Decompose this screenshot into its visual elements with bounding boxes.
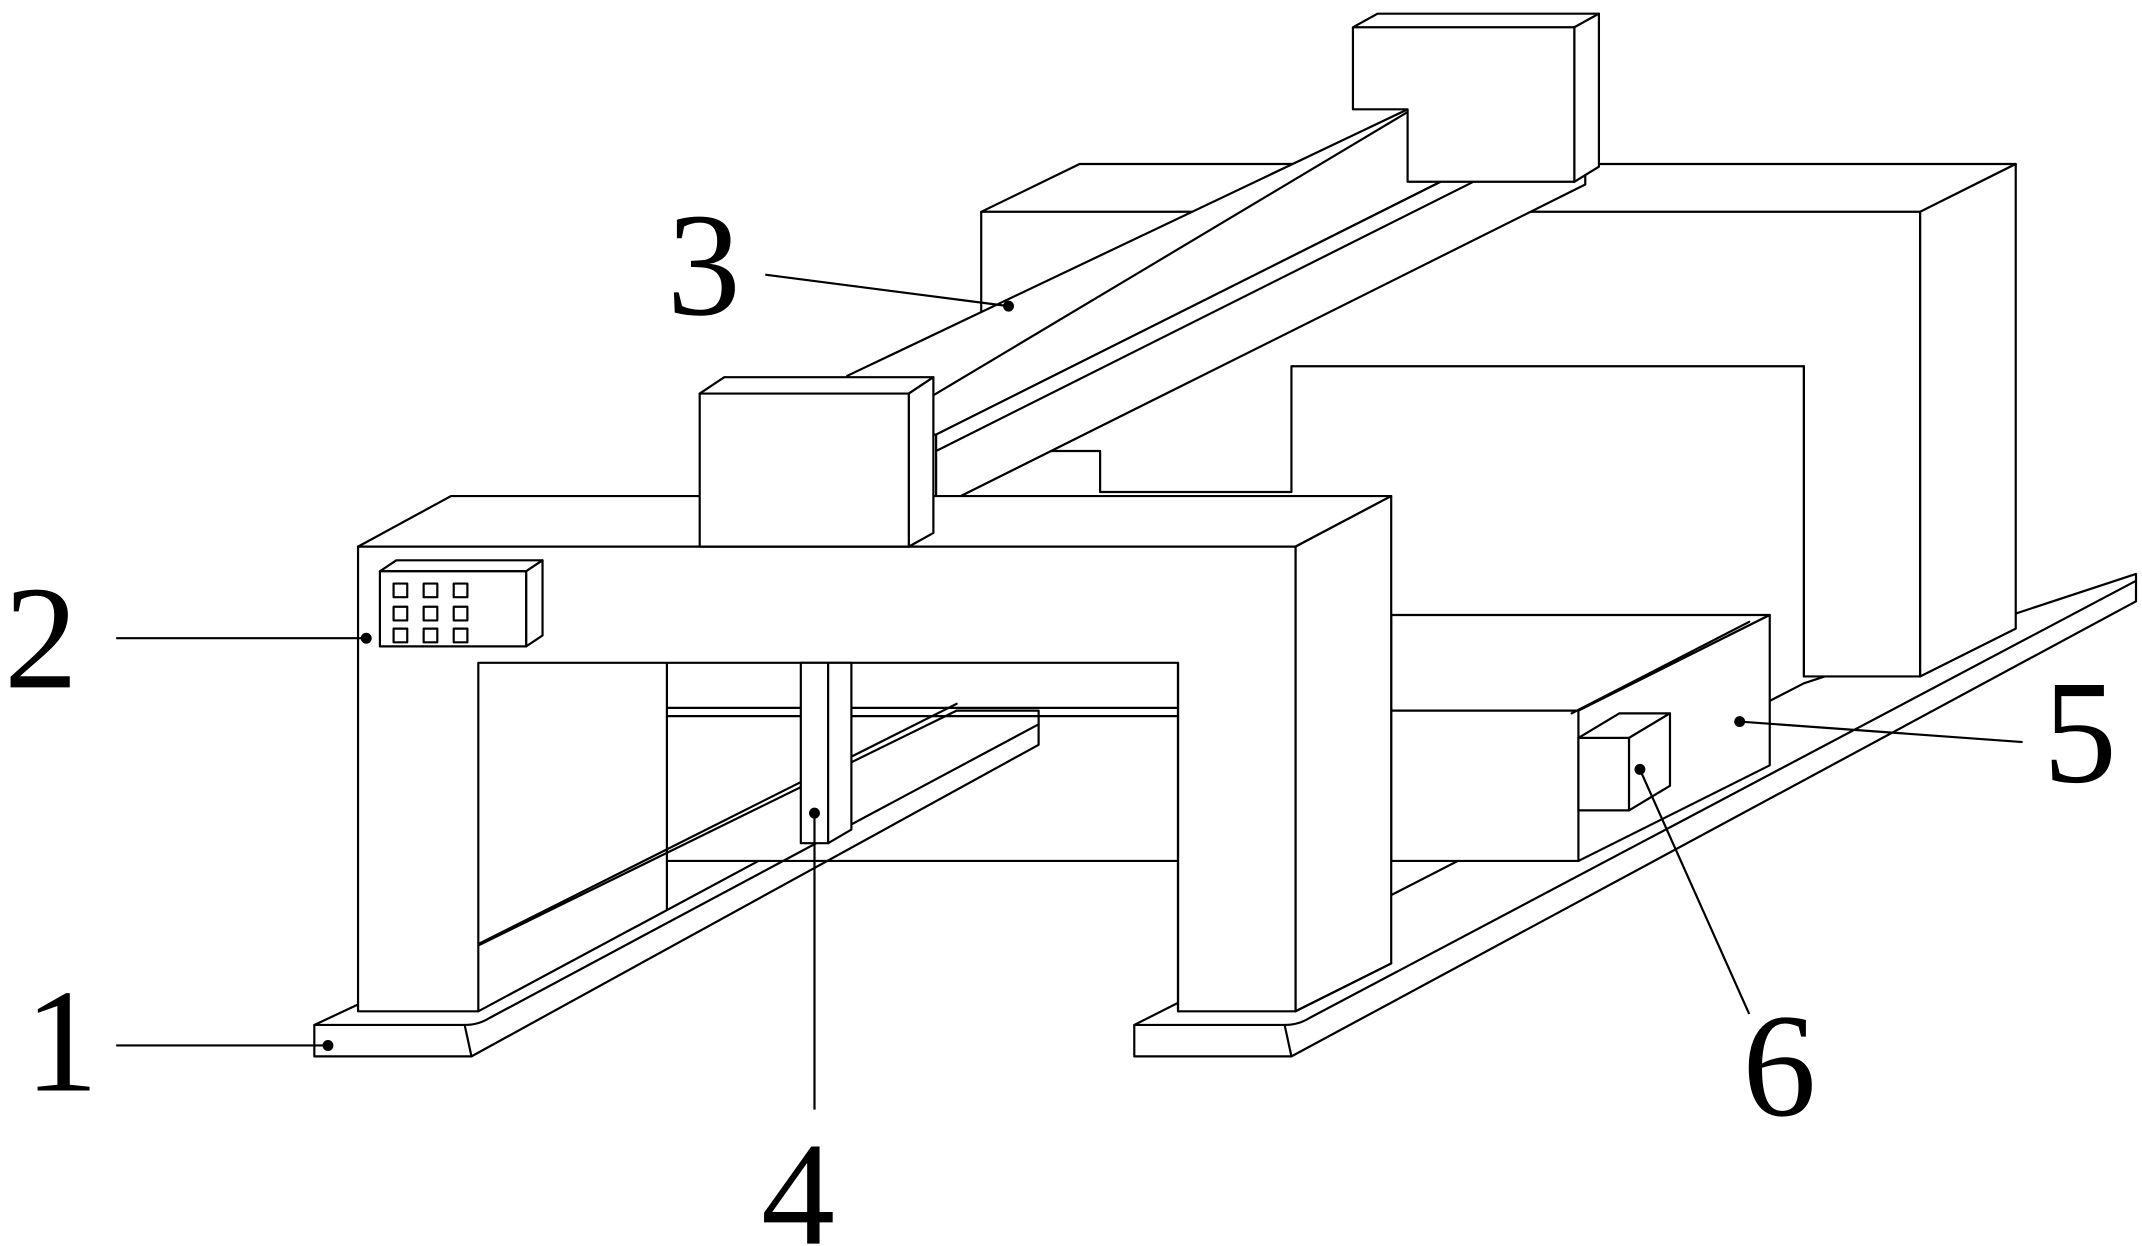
leaders (116, 273, 2023, 1110)
keypad-key (422, 605, 439, 622)
keypad-key (392, 605, 409, 622)
end-block-rear (1351, 12, 1601, 183)
inner-beams (477, 661, 1393, 1013)
rail-beam (846, 108, 1587, 510)
callout-6: 6 (1742, 983, 1816, 1147)
keypad-key (422, 582, 439, 599)
keypad-key (452, 582, 469, 599)
end-block-front (698, 376, 935, 548)
keypad-key (392, 582, 409, 599)
callout-3: 3 (667, 182, 741, 346)
motor-box (1577, 712, 1672, 812)
keypad-key (452, 605, 469, 622)
callout-4: 4 (761, 1112, 835, 1246)
keypad-key (452, 627, 469, 644)
keypad-key (392, 627, 409, 644)
keypad-key (422, 627, 439, 644)
callout-1: 1 (25, 959, 99, 1123)
machine-drawing: 1 2 3 4 5 6 (4, 12, 2138, 1246)
callout-5: 5 (2043, 650, 2117, 814)
vertical-probe (799, 661, 853, 845)
control-panel (378, 559, 544, 648)
callout-2: 2 (4, 555, 78, 719)
